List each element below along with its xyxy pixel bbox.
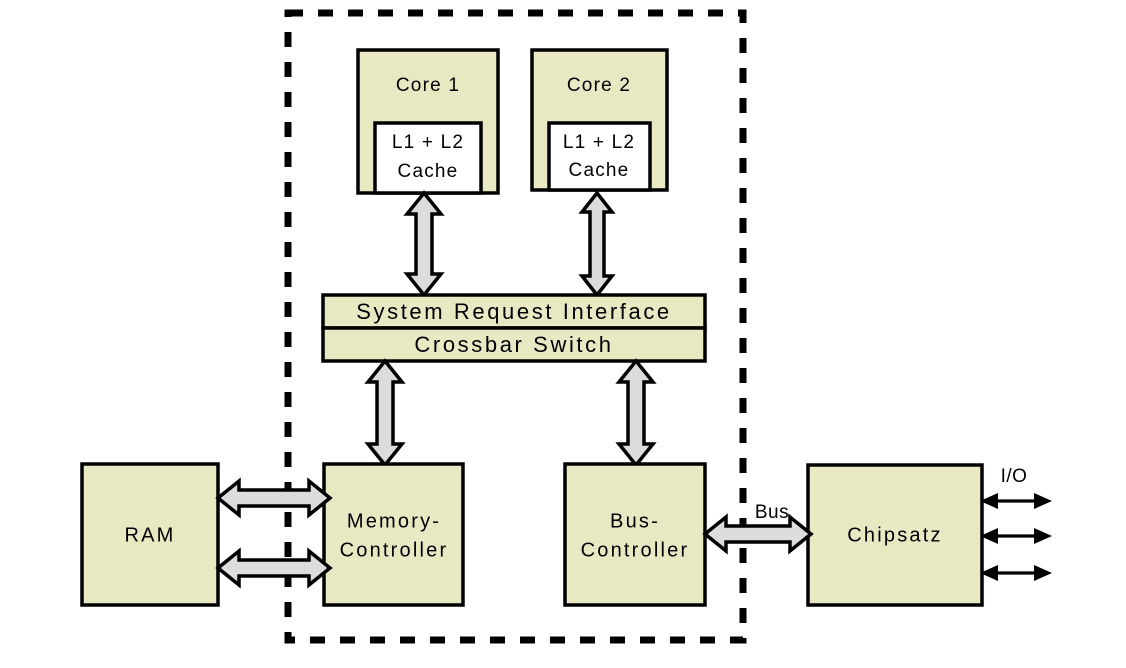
io-lane-2 [980, 528, 1052, 544]
bus-controller-line1: Bus- [610, 510, 660, 532]
bus-controller-line2: Controller [581, 539, 690, 561]
io-lane-1-left-head [980, 493, 998, 509]
bus-controller-box[interactable] [563, 462, 707, 607]
arrow-crossbar-to-bus-controller [615, 358, 657, 468]
io-lane-1 [980, 493, 1052, 509]
io-lane-2-right-head [1034, 528, 1052, 544]
crossbar-switch-bar[interactable] [321, 326, 707, 363]
io-lane-3-right-head [1034, 565, 1052, 581]
arrow-core1-to-sri [403, 190, 445, 298]
chipsatz-label: Chipsatz [847, 524, 942, 546]
core-1-group[interactable]: Core 1 L1 + L2 Cache [356, 48, 500, 195]
bus-label: Bus [755, 502, 789, 523]
crossbar-switch-label: Crossbar Switch [414, 332, 613, 357]
memory-controller-line1: Memory- [347, 510, 441, 532]
arrow-ram-to-memory-controller-lower [215, 547, 333, 589]
core-1-cache-line1: L1 + L2 [392, 132, 464, 153]
ram-group[interactable]: RAM [80, 462, 220, 607]
arrow-core2-to-sri [578, 190, 616, 298]
ram-label: RAM [124, 524, 175, 546]
core-2-group[interactable]: Core 2 L1 + L2 Cache [530, 48, 669, 192]
ram-box[interactable] [80, 462, 220, 607]
core-2-cache-box[interactable] [547, 121, 652, 192]
core-2-cache-line1: L1 + L2 [563, 132, 635, 153]
io-lane-3-left-head [980, 565, 998, 581]
arrow-crossbar-to-memory-controller [364, 358, 406, 468]
core-1-cache-box[interactable] [373, 121, 483, 195]
core-2-cache-line2: Cache [569, 160, 630, 181]
arrow-bus-controller-to-chipsatz [702, 513, 814, 555]
arrow-ram-to-memory-controller-upper [215, 477, 333, 519]
io-lane-2-left-head [980, 528, 998, 544]
memory-controller-box[interactable] [322, 462, 465, 607]
memory-controller-line2: Controller [340, 539, 449, 561]
chipsatz-group[interactable]: Chipsatz [806, 463, 984, 607]
core-1-cache-line2: Cache [398, 161, 459, 182]
io-lane-3 [980, 565, 1052, 581]
core-1-label: Core 1 [396, 75, 460, 96]
memory-controller-group[interactable]: Memory- Controller [322, 462, 465, 607]
bus-controller-group[interactable]: Bus- Controller [563, 462, 707, 607]
core-2-label: Core 2 [567, 75, 631, 96]
io-label: I/O [1001, 466, 1028, 487]
io-lane-1-right-head [1034, 493, 1052, 509]
system-request-interface-label: System Request Interface [356, 299, 672, 324]
